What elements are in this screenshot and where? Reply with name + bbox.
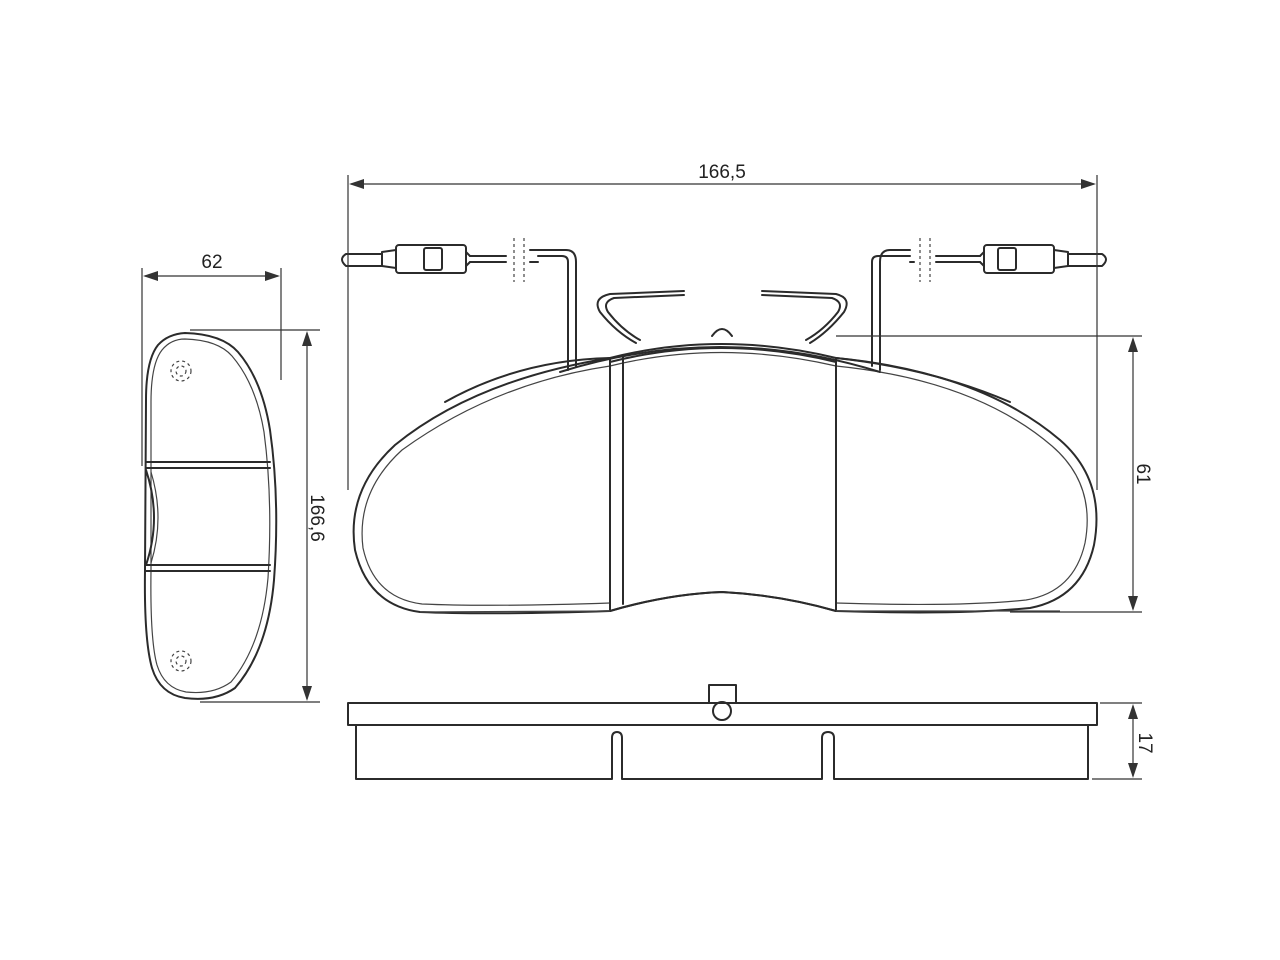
wear-sensor-left [341, 238, 577, 371]
rivet-icon [170, 650, 192, 672]
dimension-side-height: 166,6 [190, 329, 327, 703]
dimension-label-thickness: 17 [1134, 732, 1155, 753]
dimension-label-overall-width: 166,5 [698, 162, 746, 183]
wear-sensor-right [871, 238, 1107, 371]
dimension-overall-width: 166,5 [347, 162, 1098, 490]
side-view: 62 166,6 [141, 252, 327, 703]
rivet-icon [170, 360, 192, 382]
spring-clip [596, 290, 848, 344]
dimension-label-pad-height: 61 [1132, 463, 1153, 484]
dimension-label-side-width: 62 [201, 252, 222, 273]
dimension-thickness: 17 [1092, 702, 1155, 780]
dimension-side-width: 62 [141, 252, 282, 466]
bottom-view: 17 [347, 684, 1155, 780]
dimension-label-side-height: 166,6 [306, 494, 327, 542]
dimension-pad-height: 61 [836, 335, 1153, 613]
front-view: 166,5 61 [341, 162, 1153, 615]
